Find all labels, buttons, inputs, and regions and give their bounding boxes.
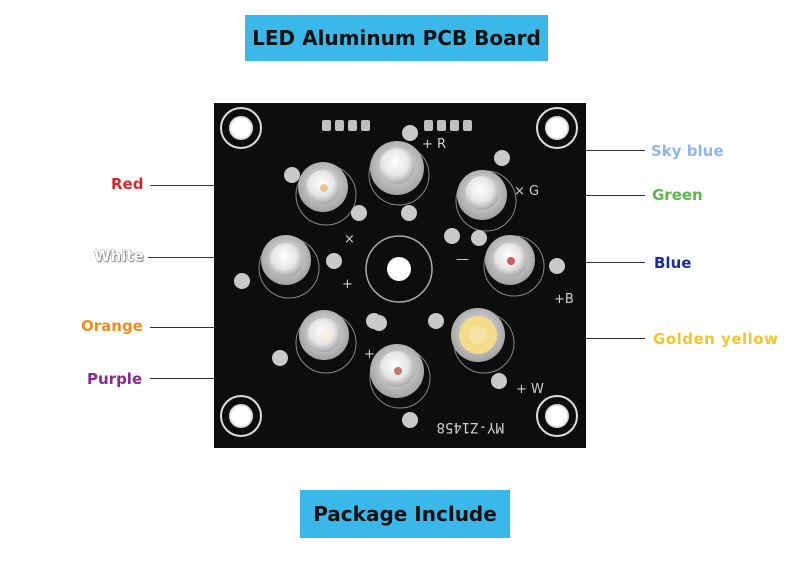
led-sky-blue (368, 125, 430, 221)
callout-orange: Orange (81, 317, 143, 335)
led-green (444, 150, 517, 244)
svg-text:+ R: + R (422, 137, 446, 152)
callout-sky-blue: Sky blue (651, 142, 724, 160)
svg-text:×: × (344, 232, 355, 247)
led-orange (272, 310, 382, 374)
callout-purple: Purple (87, 370, 143, 388)
top-solder-pads (322, 120, 472, 131)
led-blue (471, 230, 565, 297)
package-banner: Package Include (300, 490, 510, 538)
svg-text:× G: × G (514, 184, 539, 199)
svg-text:—: — (456, 252, 469, 267)
title-banner: LED Aluminum PCB Board (245, 15, 548, 61)
led-purple (369, 315, 431, 428)
led-white (234, 235, 342, 299)
board-marking: MY-Z1458 (437, 419, 504, 435)
svg-text:+: + (342, 277, 353, 292)
mount-hole-bottom-right (536, 395, 578, 437)
package-text: Package Include (313, 502, 497, 526)
title-text: LED Aluminum PCB Board (252, 26, 541, 50)
svg-text:+: + (364, 347, 375, 362)
led-red (284, 162, 367, 226)
mount-hole-top-right (536, 107, 578, 149)
callout-red: Red (111, 175, 144, 193)
svg-text:+ W: + W (516, 382, 544, 397)
callout-blue: Blue (654, 254, 692, 272)
callout-white: White (94, 247, 144, 265)
callout-golden-yellow: Golden yellow (653, 330, 779, 348)
silkscreen-marks: × G × + — +B × + + W + R (342, 137, 574, 397)
led-golden-yellow (428, 308, 515, 389)
callout-green: Green (652, 186, 703, 204)
mount-hole-top-left (220, 107, 262, 149)
svg-text:+B: +B (554, 292, 574, 307)
svg-text:×: × (366, 314, 377, 329)
mount-hole-bottom-left (220, 395, 262, 437)
center-hole (365, 235, 433, 303)
led-pcb-board: × G × + — +B × + + W + R MY-Z1458 (214, 103, 586, 448)
